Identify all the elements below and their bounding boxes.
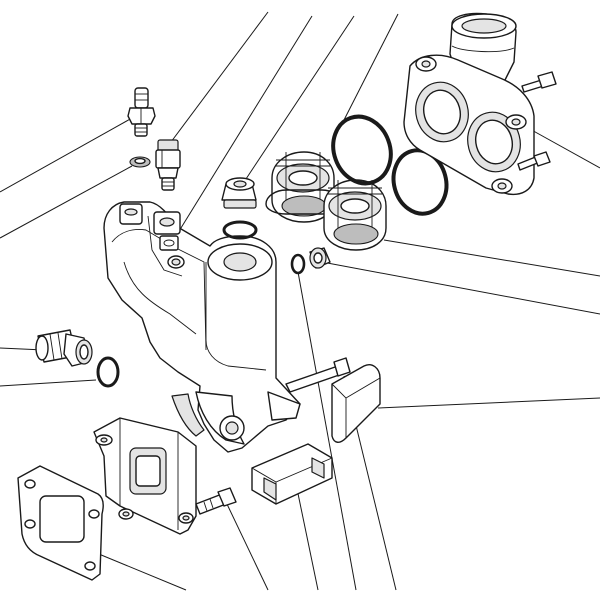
leader-o-ring-large — [343, 13, 399, 121]
thermostat-2 — [323, 179, 387, 251]
gasket — [17, 465, 104, 581]
long-bolt — [285, 357, 351, 393]
cover-bolt — [517, 71, 557, 171]
leader-bracket — [377, 397, 600, 409]
large-o-ring-2 — [391, 148, 449, 216]
thermostat-1 — [265, 151, 341, 223]
small-o-ring — [290, 253, 306, 275]
leader-housing — [175, 15, 313, 237]
leader-wedge — [295, 483, 319, 591]
leader-plug — [239, 15, 355, 189]
flange-bolt-lower — [195, 487, 237, 515]
leader-cover — [527, 127, 600, 169]
leader-small-seal-ring — [0, 165, 133, 239]
hose-connector — [35, 329, 93, 367]
small-seal-ring — [129, 156, 151, 168]
leader-flange-bolt — [225, 501, 269, 591]
leader-small-plug — [321, 261, 600, 315]
thermostat-cover — [403, 12, 535, 196]
leader-gasket — [93, 551, 187, 591]
bleed-screw — [127, 87, 156, 137]
leader-sensor — [167, 11, 269, 147]
connector-o-ring — [96, 356, 120, 388]
temperature-sensor — [155, 139, 181, 191]
leader-thermostat — [383, 239, 600, 277]
threaded-plug — [221, 177, 257, 209]
large-o-ring-1 — [331, 114, 393, 186]
small-plug — [309, 247, 331, 269]
coolant-housing — [93, 201, 301, 535]
leader-connector-ring — [0, 379, 97, 387]
plug-seal-ring — [222, 220, 258, 240]
leader-bleed-screw — [0, 117, 133, 193]
leader-small-o-ring — [297, 271, 357, 591]
support-bracket — [331, 364, 381, 443]
wedge-block — [251, 443, 333, 505]
